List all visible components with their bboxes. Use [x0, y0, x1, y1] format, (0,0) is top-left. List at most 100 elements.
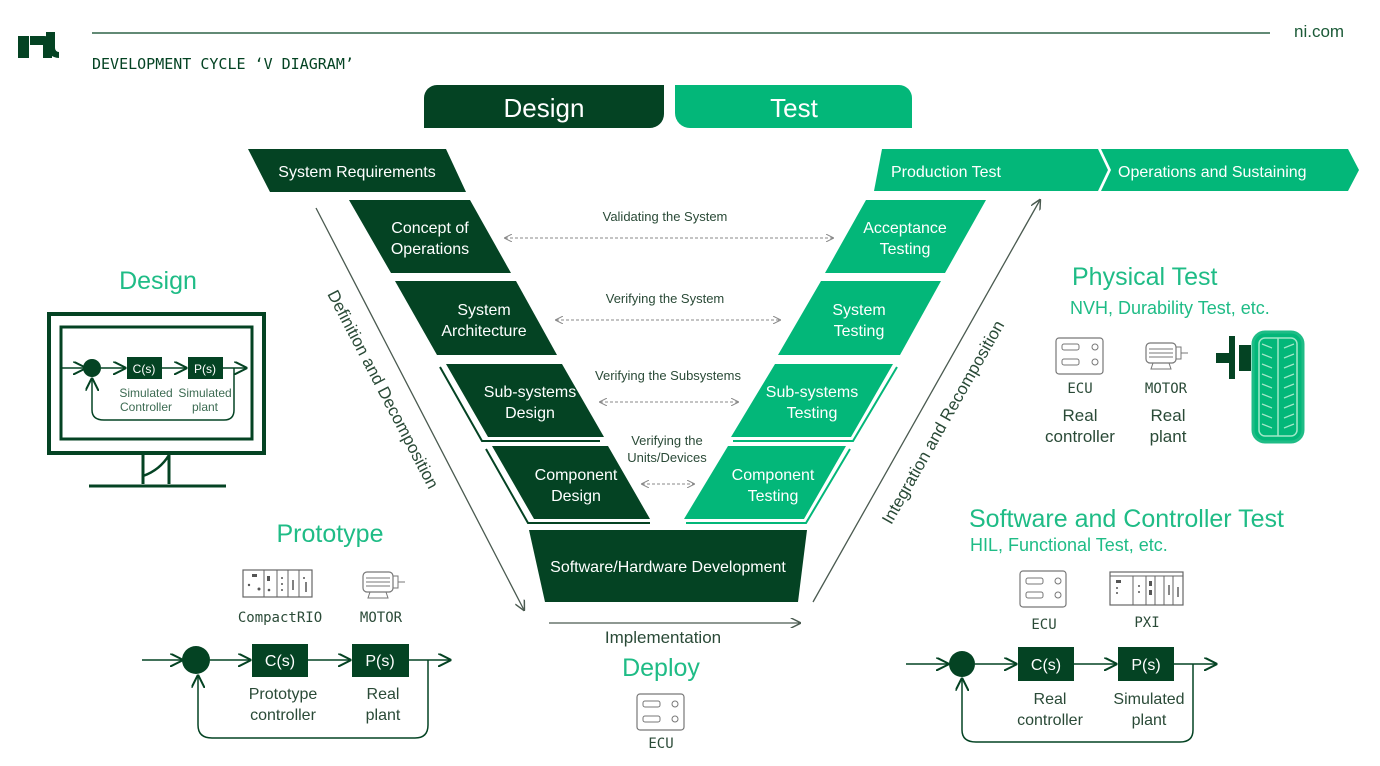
- block-component-testing: Component Testing: [684, 446, 851, 524]
- block-label-line1: System: [457, 302, 510, 319]
- controller-caption: Simulated: [119, 386, 172, 400]
- design-panel-title: Design: [119, 267, 197, 295]
- link-validating-system: Validating the System: [505, 209, 833, 238]
- tab-design[interactable]: Design: [424, 85, 664, 128]
- motor-icon: [1145, 342, 1188, 370]
- controller-block: [252, 644, 308, 677]
- physical-test-title: Physical Test: [1072, 263, 1217, 291]
- block-software-hardware-development: Software/Hardware Development: [529, 530, 807, 602]
- summing-junction: [949, 651, 975, 677]
- site-link[interactable]: ni.com: [1294, 22, 1344, 41]
- block-subsystems-testing: Sub-systems Testing: [731, 364, 898, 442]
- tab-design-label: Design: [504, 93, 585, 123]
- block-component-design: Component Design: [485, 446, 650, 524]
- recomposition-arrow: [812, 200, 1040, 603]
- prototype-loop-diagram: C(s) P(s) Prototype controller Real plan…: [142, 644, 450, 739]
- block-label-line1: Sub-systems: [484, 384, 576, 401]
- device-caption: Real: [1063, 406, 1098, 425]
- plant-caption: plant: [1132, 712, 1167, 729]
- link-label: Verifying the System: [606, 291, 725, 306]
- tab-test-label: Test: [770, 93, 818, 123]
- controller-label: C(s): [133, 362, 156, 376]
- dynamometer-hub-icon: [1216, 336, 1251, 379]
- design-loop-diagram: C(s) P(s) Simulated Controller Simulated…: [61, 357, 246, 421]
- link-verifying-subsystems: Verifying the Subsystems: [595, 368, 741, 402]
- device-caption: controller: [1045, 427, 1115, 446]
- software-test-subtitle: HIL, Functional Test, etc.: [970, 535, 1168, 555]
- block-acceptance-testing: Acceptance Testing: [825, 200, 986, 273]
- block-label-line1: Concept of: [391, 220, 469, 237]
- block-system-testing: System Testing: [778, 281, 941, 355]
- ni-logo: [18, 32, 59, 58]
- controller-block: [1018, 647, 1074, 681]
- block-label-line1: Sub-systems: [766, 384, 858, 401]
- block-label-line2: Testing: [787, 405, 838, 422]
- software-controller-test-panel: Software and Controller Test HIL, Functi…: [906, 505, 1284, 743]
- implementation-label: Implementation: [605, 628, 721, 647]
- plant-label: P(s): [194, 362, 216, 376]
- deploy-panel: Deploy ECU: [622, 654, 700, 752]
- hil-loop-diagram: C(s) P(s) Real controller Simulated plan…: [906, 647, 1216, 743]
- block-label-line2: Design: [505, 405, 555, 422]
- page-title: DEVELOPMENT CYCLE ‘V DIAGRAM’: [92, 55, 354, 73]
- ecu-label: ECU: [1031, 617, 1056, 633]
- physical-test-panel: Physical Test NVH, Durability Test, etc.…: [1045, 263, 1305, 446]
- operations-sustaining-label: Operations and Sustaining: [1118, 164, 1307, 181]
- controller-caption: Real: [1034, 691, 1067, 708]
- tire-icon: [1251, 330, 1305, 444]
- plant-caption: Real: [367, 686, 400, 703]
- block-system-architecture: System Architecture: [395, 281, 557, 355]
- plant-label: P(s): [365, 653, 394, 670]
- block-subsystems-design: Sub-systems Design: [439, 364, 604, 442]
- device-caption: Real: [1151, 406, 1186, 425]
- pxi-icon: [1109, 571, 1184, 606]
- block-label-line1: Acceptance: [863, 220, 947, 237]
- device-caption: plant: [1150, 427, 1187, 446]
- block-label-line1: System: [832, 302, 885, 319]
- plant-block: [1118, 647, 1174, 681]
- plant-caption: Simulated: [178, 386, 231, 400]
- controller-label: C(s): [265, 653, 295, 670]
- link-verifying-system: Verifying the System: [556, 291, 780, 320]
- ecu-label: ECU: [648, 736, 673, 752]
- controller-caption: controller: [1017, 712, 1083, 729]
- block-label-line2: Testing: [748, 488, 799, 505]
- block-label-line2: Design: [551, 488, 601, 505]
- software-test-title: Software and Controller Test: [969, 505, 1284, 533]
- compactrio-icon: [242, 569, 313, 598]
- ecu-icon: [1055, 337, 1104, 375]
- deploy-panel-title: Deploy: [622, 654, 700, 682]
- block-label-line1: Component: [732, 467, 815, 484]
- motor-label: MOTOR: [360, 610, 403, 626]
- ecu-label: ECU: [1067, 381, 1092, 397]
- system-requirements-banner: System Requirements: [248, 149, 466, 192]
- plant-block: [188, 357, 223, 379]
- link-label: Validating the System: [603, 209, 728, 224]
- plant-label: P(s): [1131, 657, 1160, 674]
- link-verifying-units: Verifying the Units/Devices: [627, 433, 707, 484]
- link-label: Verifying the Subsystems: [595, 368, 741, 383]
- block-label-line1: Component: [535, 467, 618, 484]
- block-label-line2: Testing: [880, 241, 931, 258]
- prototype-panel: Prototype CompactRIO MOTOR: [142, 520, 450, 739]
- controller-caption: controller: [250, 707, 316, 724]
- link-label: Verifying the: [631, 433, 703, 448]
- block-label-line2: Architecture: [441, 323, 526, 340]
- pxi-label: PXI: [1134, 615, 1159, 631]
- operations-sustaining-banner: Operations and Sustaining: [1101, 149, 1359, 191]
- controller-block: [127, 357, 162, 379]
- tab-test[interactable]: Test: [675, 85, 912, 128]
- controller-caption: Controller: [120, 400, 172, 414]
- system-requirements-label: System Requirements: [278, 164, 435, 181]
- block-concept-of-operations: Concept of Operations: [349, 200, 511, 273]
- plant-caption: plant: [366, 707, 401, 724]
- design-panel: Design C(s) P(s) Simulated Controller Si…: [47, 267, 266, 488]
- compactrio-label: CompactRIO: [238, 610, 322, 626]
- ecu-icon: [1019, 570, 1067, 608]
- plant-caption: plant: [192, 400, 219, 414]
- controller-label: C(s): [1031, 657, 1061, 674]
- ecu-icon: [636, 693, 685, 731]
- block-label-line2: Operations: [391, 241, 469, 258]
- decomposition-arrow: [315, 207, 524, 610]
